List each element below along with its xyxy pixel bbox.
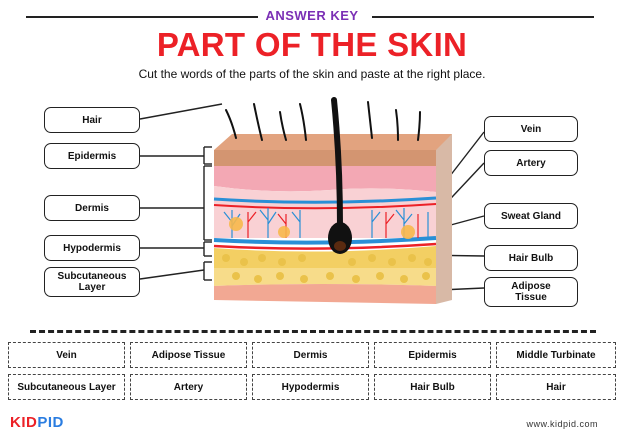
word-cell[interactable]: Artery xyxy=(130,374,247,400)
word-cell[interactable]: Dermis xyxy=(252,342,369,368)
label-dermis: Dermis xyxy=(44,195,140,221)
word-cell[interactable]: Epidermis xyxy=(374,342,491,368)
cut-line xyxy=(30,330,596,333)
label-hypodermis: Hypodermis xyxy=(44,235,140,261)
word-cell[interactable]: Hypodermis xyxy=(252,374,369,400)
word-cell[interactable]: Adipose Tissue xyxy=(130,342,247,368)
hypodermis-layer xyxy=(214,246,436,268)
label-hair-bulb: Hair Bulb xyxy=(484,245,578,271)
logo-pid: PID xyxy=(37,414,64,431)
dermis-layer xyxy=(214,186,436,238)
label-sweat-gland: Sweat Gland xyxy=(484,203,578,229)
word-cell[interactable]: Vein xyxy=(8,342,125,368)
word-cell[interactable]: Middle Turbinate xyxy=(496,342,616,368)
word-cell[interactable]: Subcutaneous Layer xyxy=(8,374,125,400)
logo-kid: KID xyxy=(10,414,38,431)
word-cell[interactable]: Hair xyxy=(496,374,616,400)
header-rule-right xyxy=(372,16,594,18)
label-subcutaneous-layer: Subcutaneous Layer xyxy=(44,267,140,297)
page-title: PART OF THE SKIN xyxy=(156,26,468,63)
answer-key-heading: ANSWER KEY xyxy=(265,8,359,23)
header-rule-left xyxy=(26,16,258,18)
label-adipose-tissue: Adipose Tissue xyxy=(484,277,578,307)
label-vein: Vein xyxy=(484,116,578,142)
label-epidermis: Epidermis xyxy=(44,143,140,169)
website-text: www.kidpid.com xyxy=(526,419,598,429)
epidermis-top xyxy=(214,134,452,150)
word-cell[interactable]: Hair Bulb xyxy=(374,374,491,400)
label-hair: Hair xyxy=(44,107,140,133)
label-artery: Artery xyxy=(484,150,578,176)
kidpid-logo: KIDPID xyxy=(10,414,64,431)
left-connectors xyxy=(139,103,223,281)
instruction-text: Cut the words of the parts of the skin a… xyxy=(138,67,486,81)
